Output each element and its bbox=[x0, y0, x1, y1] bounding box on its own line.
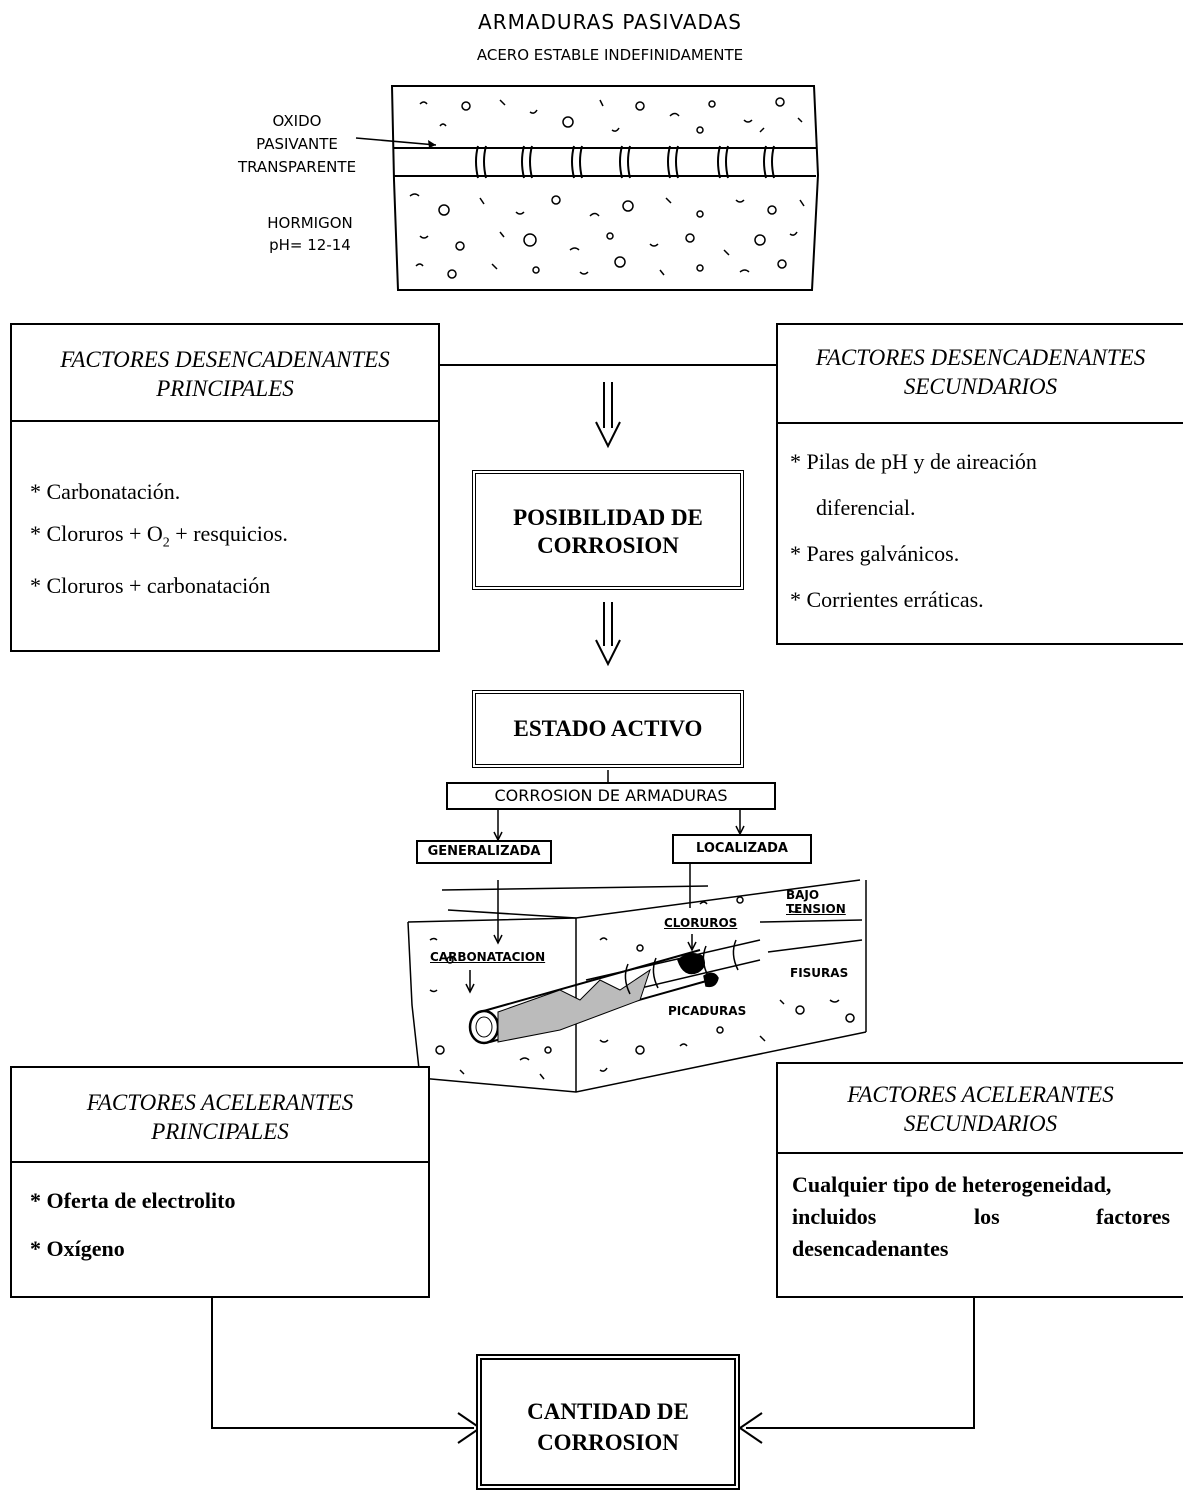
secondary-triggering-factors-box: FACTORES DESENCADENANTES SECUNDARIOS * P… bbox=[776, 323, 1183, 645]
list-item: * Cloruros + carbonatación bbox=[30, 573, 271, 598]
list-item: * Cloruros + O2 + resquicios. bbox=[30, 521, 288, 551]
divider bbox=[12, 1161, 428, 1163]
active-state-box: ESTADO ACTIVO bbox=[472, 690, 744, 768]
under-tension-label: BAJO TENSION bbox=[786, 888, 846, 916]
box-header: FACTORES ACELERANTES PRINCIPALES bbox=[86, 1090, 354, 1144]
list-item: * Oferta de electrolito bbox=[30, 1188, 236, 1213]
divider bbox=[12, 420, 438, 422]
localized-label: LOCALIZADA bbox=[672, 834, 812, 864]
corrosion-beam-illustration bbox=[407, 862, 867, 1093]
cracks-label: FISURAS bbox=[790, 966, 849, 980]
rebar-corrosion-label: CORROSION DE ARMADURAS bbox=[446, 782, 776, 810]
passivated-rebar-illustration bbox=[355, 85, 820, 291]
description-word: incluidos bbox=[792, 1204, 877, 1229]
secondary-accelerating-factors-box: FACTORES ACELERANTES SECUNDARIOS Cualqui… bbox=[776, 1062, 1183, 1298]
list-item: * Corrientes erráticas. bbox=[790, 587, 984, 612]
corrosion-quantity-box: CANTIDAD DE CORROSION bbox=[476, 1354, 740, 1490]
box-header: FACTORES DESENCADENANTES SECUNDARIOS bbox=[815, 345, 1146, 399]
concrete-label: HORMIGON pH= 12-14 bbox=[267, 214, 353, 254]
list-item: diferencial. bbox=[816, 495, 916, 520]
description-word: los bbox=[974, 1204, 1000, 1229]
double-arrow-2 bbox=[595, 602, 621, 667]
divider bbox=[778, 1152, 1183, 1154]
top-title: ARMADURAS PASIVADAS bbox=[478, 10, 742, 34]
list-item: * Pares galvánicos. bbox=[790, 541, 960, 566]
carbonation-label: CARBONATACION bbox=[430, 950, 546, 964]
oxide-label: OXIDO PASIVANTE TRANSPARENTE bbox=[237, 112, 357, 176]
double-arrow-1 bbox=[595, 382, 621, 449]
box-header: FACTORES ACELERANTES SECUNDARIOS bbox=[847, 1082, 1114, 1136]
list-item: * Carbonatación. bbox=[30, 479, 181, 504]
corrosion-possibility-box: POSIBILIDAD DE CORROSION bbox=[472, 470, 744, 590]
generalized-label: GENERALIZADA bbox=[416, 840, 552, 864]
pitting-label: PICADURAS bbox=[668, 1004, 747, 1018]
divider bbox=[778, 422, 1183, 424]
description-word: factores bbox=[1096, 1204, 1171, 1229]
list-item: * Pilas de pH y de aireación bbox=[790, 449, 1037, 474]
description-line: Cualquier tipo de heterogeneidad, bbox=[792, 1172, 1112, 1197]
primary-accelerating-factors-box: FACTORES ACELERANTES PRINCIPALES * Ofert… bbox=[10, 1066, 430, 1298]
top-subtitle: ACERO ESTABLE INDEFINIDAMENTE bbox=[476, 46, 744, 64]
primary-triggering-factors-box: FACTORES DESENCADENANTES PRINCIPALES * C… bbox=[10, 323, 440, 652]
chlorides-label: CLORUROS bbox=[664, 916, 738, 930]
description-line: desencadenantes bbox=[792, 1236, 949, 1261]
list-item: * Oxígeno bbox=[30, 1236, 125, 1261]
box-header: FACTORES DESENCADENANTES PRINCIPALES bbox=[60, 347, 390, 401]
